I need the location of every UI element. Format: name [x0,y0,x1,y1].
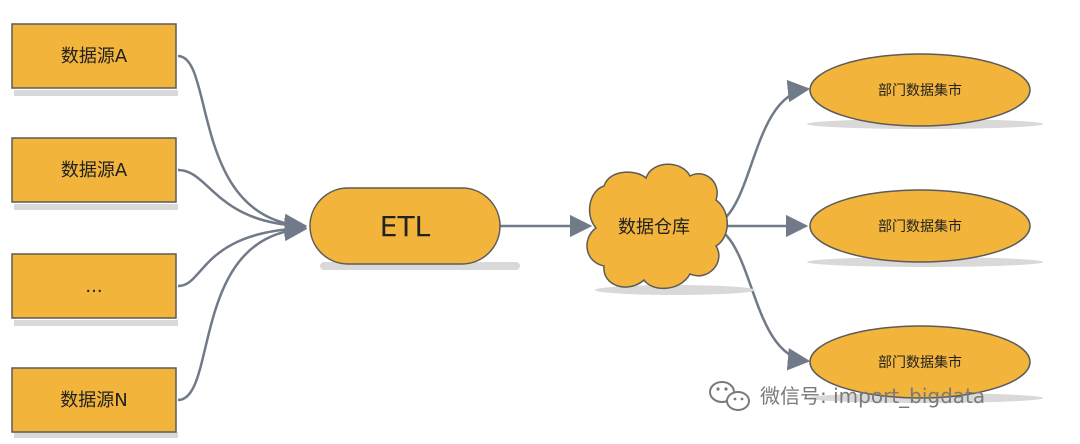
mart-nodes: 部门数据集市 部门数据集市 部门数据集市 [807,53,1043,403]
etl-node: ETL [309,187,520,270]
wechat-icon [709,381,750,411]
source-label: 数据源A [61,46,128,67]
edge-source-2-etl [177,168,308,237]
mart-label: 部门数据集市 [878,218,962,235]
source-label: 数据源N [60,390,127,411]
mart-label: 部门数据集市 [878,82,962,99]
watermark-text: 微信号: import_bigdata [760,384,985,408]
source-label: ... [85,276,102,297]
source-nodes: 数据源A 数据源A ... 数据源N [11,23,178,438]
mart-node: 部门数据集市 [807,189,1043,267]
source-node: ... [11,253,178,326]
mart-node: 部门数据集市 [807,325,1043,403]
edge-warehouse-mart-1 [711,79,811,228]
mart-node: 部门数据集市 [807,53,1043,129]
edge-source-4-etl [177,218,308,402]
source-node: 数据源N [11,367,178,438]
warehouse-node: 数据仓库 [586,163,755,295]
source-node: 数据源A [11,23,178,96]
edge-source-3-etl [177,217,308,288]
etl-label: ETL [380,210,431,243]
warehouse-cloud-shape [586,163,728,289]
mart-label: 部门数据集市 [878,354,962,371]
source-label: 数据源A [61,160,128,181]
source-edges [177,54,308,402]
edge-source-1-etl [177,54,308,237]
watermark: 微信号: import_bigdata [709,381,985,411]
source-node: 数据源A [11,137,178,210]
warehouse-label: 数据仓库 [618,217,690,238]
